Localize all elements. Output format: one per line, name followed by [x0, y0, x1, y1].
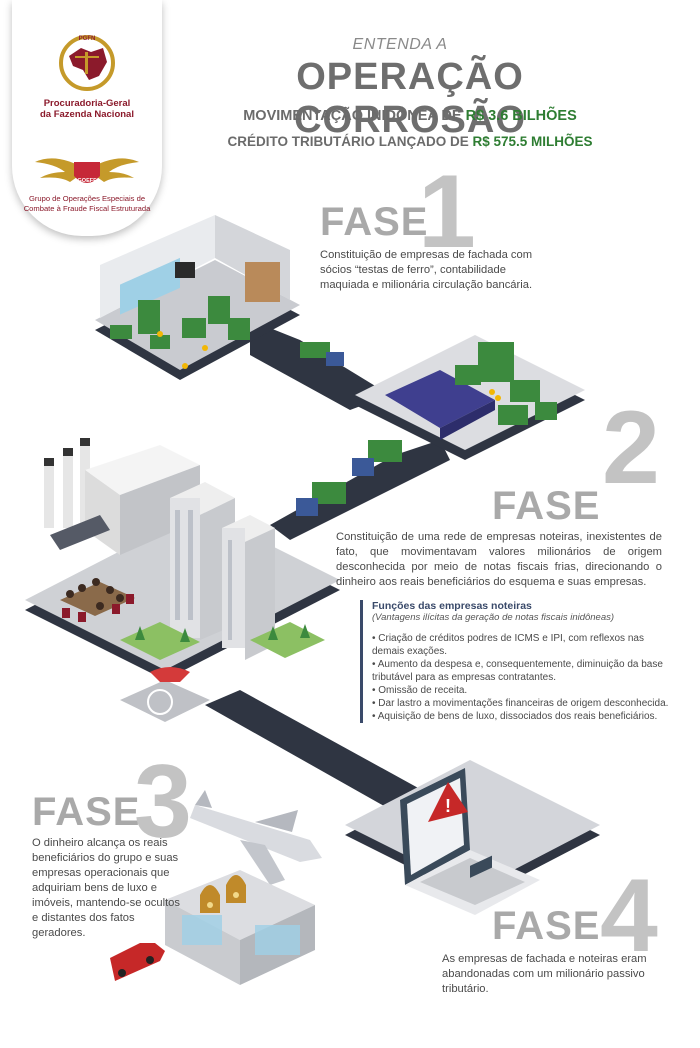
- trucks: [296, 440, 402, 516]
- svg-text:!: !: [445, 796, 451, 816]
- noteiras-functions-box: Funções das empresas noteiras (Vantagens…: [360, 600, 672, 723]
- phase1-label: FASE: [320, 200, 429, 244]
- phase4-label: FASE: [492, 904, 601, 948]
- phase4-text: As empresas de fachada e noteiras eram a…: [442, 953, 647, 995]
- ledger-scene: [355, 335, 585, 460]
- phase1-number: 1: [418, 154, 476, 270]
- phase4-number: 4: [600, 858, 658, 974]
- goeff-name-line1: Grupo de Operações Especiais de: [28, 194, 146, 203]
- pgfn-emblem-icon: [59, 35, 115, 91]
- subtitle-movement-value: R$ 3.6 BILHÕES: [465, 108, 577, 124]
- phase2-text: Constituição de uma rede de empresas not…: [336, 531, 662, 588]
- goeff-wings-icon: [35, 158, 139, 183]
- functions-item: • Aumento da despesa e, consequentemente…: [372, 659, 663, 683]
- goeff-name-line2: Combate à Fraude Fiscal Estruturada: [23, 203, 151, 213]
- city-scene: [25, 438, 340, 722]
- subtitle-movement: MOVIMENTAÇÃO INIDÔNEA DE R$ 3.6 BILHÕES: [210, 108, 610, 124]
- title-kicker: ENTENDA A: [352, 36, 448, 53]
- org-name-line2: da Fazenda Nacional: [40, 109, 134, 120]
- luxury-scene: [110, 790, 322, 985]
- functions-item: • Criação de créditos podres de ICMS e I…: [372, 633, 644, 657]
- org-badge: PGFN Procuradoria-Geral da Fazenda Nacio…: [12, 0, 162, 236]
- org-name: Procuradoria-Geral da Fazenda Nacional: [12, 98, 162, 120]
- subtitle-credit-label: CRÉDITO TRIBUTÁRIO LANÇADO DE: [227, 134, 473, 149]
- subtitle-credit-value: R$ 575.5 MILHÕES: [472, 134, 593, 149]
- subtitle-credit: CRÉDITO TRIBUTÁRIO LANÇADO DE R$ 575.5 M…: [210, 134, 610, 149]
- functions-title: Funções das empresas noteiras: [372, 600, 532, 612]
- phase3-text: O dinheiro alcança os reais beneficiário…: [32, 837, 180, 939]
- office-scene: [95, 215, 344, 380]
- goeff-label: GOEFF: [77, 178, 97, 184]
- phase3-label: FASE: [32, 790, 141, 834]
- functions-item: • Dar lastro a movimentações financeiras…: [372, 698, 669, 709]
- page-title: OPERAÇÃO CORROSÃO: [294, 56, 526, 141]
- goeff-name: Grupo de Operações Especiais de Combate …: [16, 194, 158, 213]
- functions-item: • Aquisição de bens de luxo, dissociados…: [372, 711, 658, 722]
- phase1-text: Constituição de empresas de fachada com …: [320, 249, 533, 291]
- functions-item: • Omissão de receita.: [372, 685, 468, 696]
- subtitle-movement-label: MOVIMENTAÇÃO INIDÔNEA DE: [243, 108, 466, 124]
- phase2-label: FASE: [492, 484, 601, 528]
- laptop-scene: !: [345, 760, 600, 915]
- org-name-line1: Procuradoria-Geral: [43, 98, 131, 109]
- phase3-number: 3: [134, 744, 192, 860]
- functions-subtitle: (Vantagens ilícitas da geração de notas …: [372, 612, 615, 623]
- phase2-number: 2: [602, 390, 660, 506]
- pgfn-label: PGFN: [78, 36, 96, 42]
